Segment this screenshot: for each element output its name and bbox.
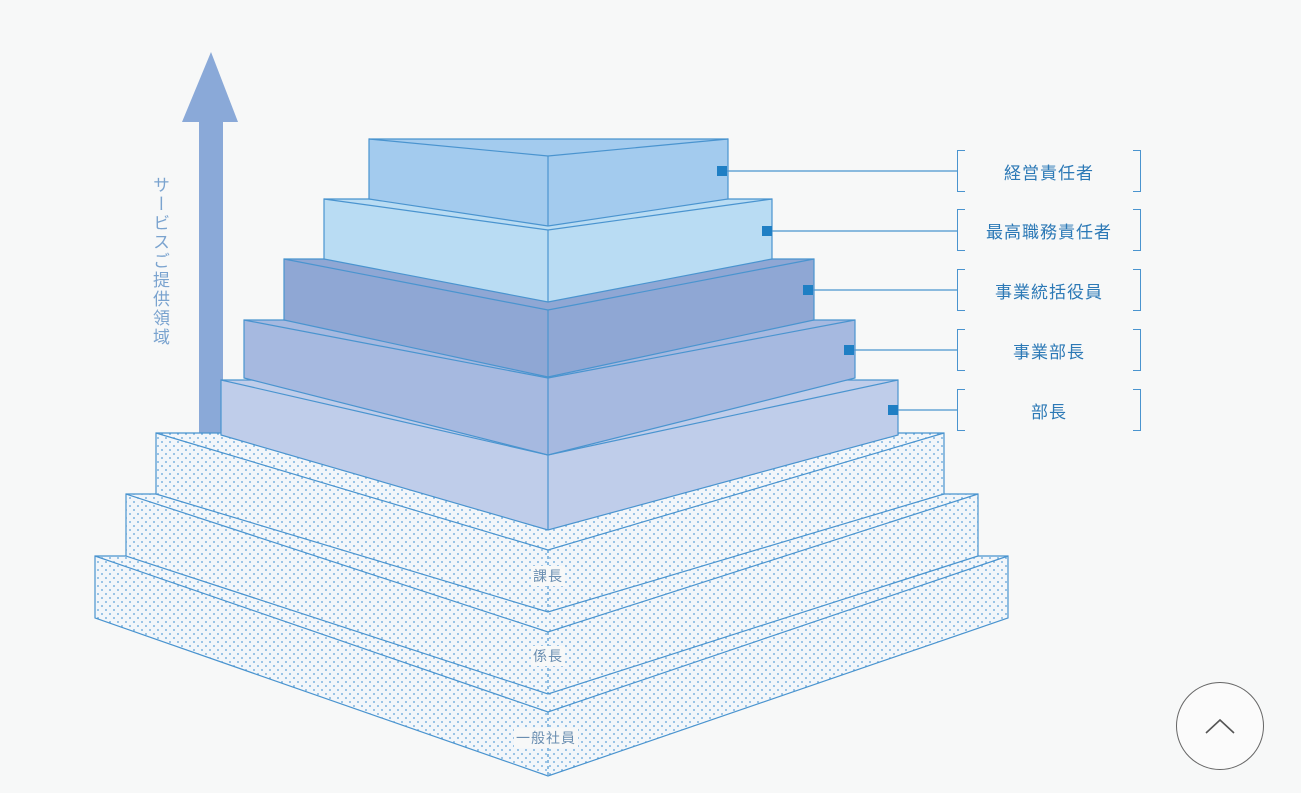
tier-4 (243, 319, 856, 456)
service-area-axis-label: サービスご提供領域 (149, 176, 169, 347)
connector-1 (717, 166, 957, 176)
lower-level-label-1: 課長 (531, 566, 565, 586)
lower-level-label-2: 係長 (531, 646, 565, 666)
chevron-up-icon (1205, 718, 1235, 734)
role-label-2: 最高職務責任者 (957, 209, 1141, 251)
connector-5 (888, 405, 957, 415)
role-label-4: 事業部長 (957, 329, 1141, 371)
tier-1 (368, 138, 729, 227)
lower-level-label-3: 一般社員 (514, 728, 578, 748)
role-label-5: 部長 (957, 389, 1141, 431)
tier-2 (323, 198, 773, 303)
connector-4 (844, 345, 957, 355)
connector-2 (762, 226, 957, 236)
role-label-1: 経営責任者 (957, 150, 1141, 192)
scroll-to-top-button[interactable] (1176, 682, 1264, 770)
role-label-3: 事業統括役員 (957, 269, 1141, 311)
connector-3 (803, 285, 957, 295)
arrow-up-icon (182, 52, 238, 438)
